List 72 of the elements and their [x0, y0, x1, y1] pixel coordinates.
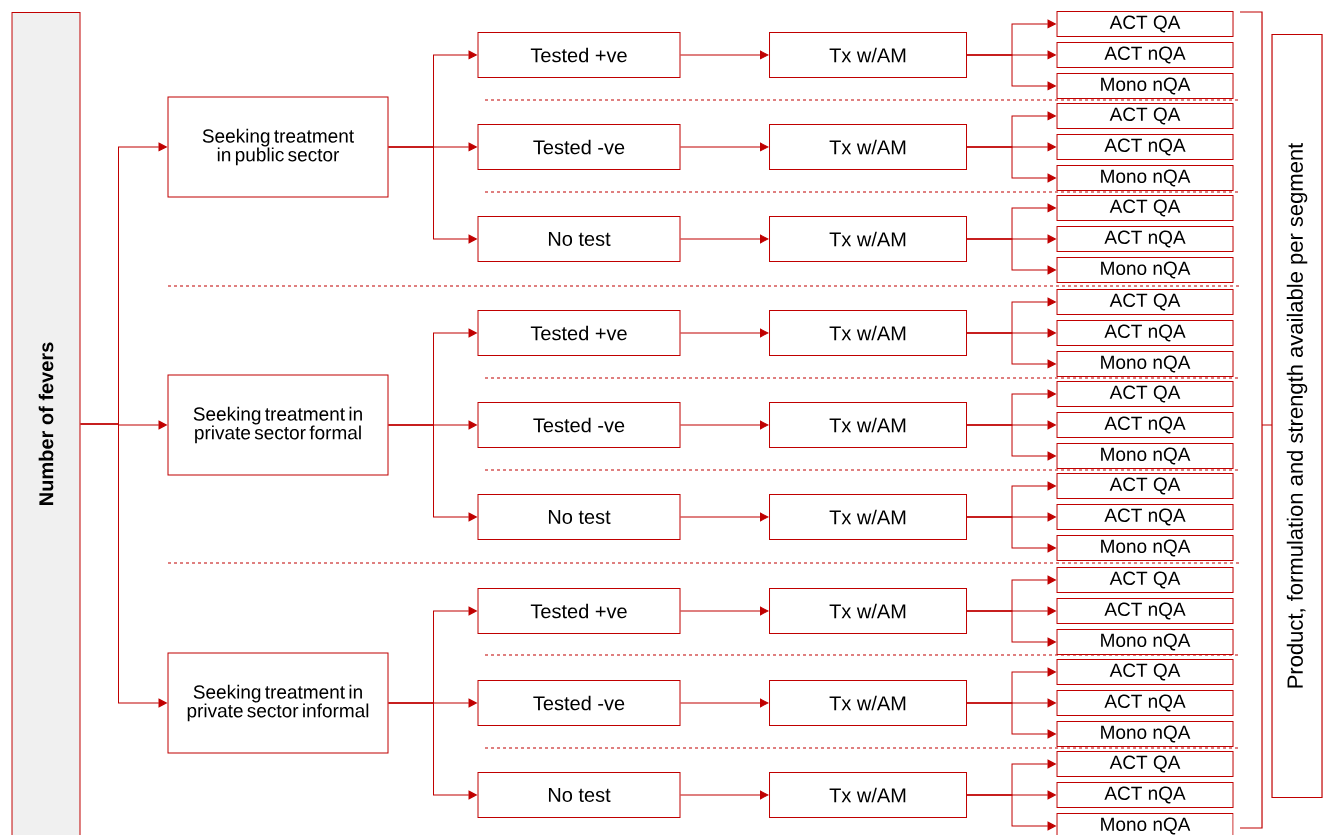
- arrow: [80, 423, 167, 708]
- product-box: Mono nQA: [1056, 73, 1234, 99]
- arrow: [966, 610, 1056, 647]
- process-box: Tx w/AM: [769, 588, 967, 634]
- product-box: Mono nQA: [1056, 351, 1234, 377]
- product-box: ACT nQA: [1056, 42, 1234, 68]
- process-box: Tested +ve: [477, 310, 681, 356]
- product-box: ACT nQA: [1056, 690, 1234, 716]
- process-box: Seeking treatment in private sector formal: [167, 374, 389, 476]
- arrow: [680, 142, 769, 152]
- process-box: Tested +ve: [477, 32, 681, 78]
- arrow: [680, 420, 769, 430]
- arrow: [680, 328, 769, 338]
- product-box: Mono nQA: [1056, 257, 1234, 283]
- process-box: Tested +ve: [477, 588, 681, 634]
- card-box: Number of fevers: [11, 12, 81, 835]
- product-box: Mono nQA: [1056, 629, 1234, 655]
- process-box: Tested -ve: [477, 124, 681, 170]
- arrow: [680, 790, 769, 800]
- product-box: ACT QA: [1056, 659, 1234, 685]
- product-box: Mono nQA: [1056, 443, 1234, 469]
- product-box: ACT QA: [1056, 103, 1234, 129]
- product-box: ACT nQA: [1056, 320, 1234, 346]
- product-box: ACT QA: [1056, 567, 1234, 593]
- arrow: [966, 332, 1056, 369]
- product-box: ACT nQA: [1056, 134, 1234, 160]
- arrow: [680, 234, 769, 244]
- arrow: [680, 512, 769, 522]
- arrow: [388, 424, 477, 522]
- arrow: [388, 702, 477, 800]
- product-box: ACT QA: [1056, 381, 1234, 407]
- product-box: ACT nQA: [1056, 226, 1234, 252]
- product-box: Mono nQA: [1056, 165, 1234, 191]
- product-box: ACT nQA: [1056, 412, 1234, 438]
- process-box: Tested -ve: [477, 680, 681, 726]
- product-box: ACT nQA: [1056, 504, 1234, 530]
- product-box: ACT QA: [1056, 473, 1234, 499]
- product-box: ACT QA: [1056, 751, 1234, 777]
- process-box: Tested -ve: [477, 402, 681, 448]
- product-box: ACT QA: [1056, 289, 1234, 315]
- product-box: Mono nQA: [1056, 721, 1234, 747]
- product-box: ACT nQA: [1056, 782, 1234, 808]
- process-box: No test: [477, 494, 681, 540]
- segment-box: Product, formulation and strength available per segment: [1271, 33, 1323, 799]
- process-box: Tx w/AM: [769, 216, 967, 262]
- process-box: No test: [477, 216, 681, 262]
- product-box: ACT QA: [1056, 11, 1234, 37]
- process-box: Tx w/AM: [769, 402, 967, 448]
- arrow: [966, 238, 1056, 275]
- process-box: Tx w/AM: [769, 680, 967, 726]
- product-box: ACT QA: [1056, 195, 1234, 221]
- arrow: [966, 54, 1056, 91]
- arrow: [680, 50, 769, 60]
- arrow: [966, 146, 1056, 183]
- process-box: Seeking treatment in public sector: [167, 96, 389, 198]
- process-box: Tx w/AM: [769, 772, 967, 818]
- product-box: Mono nQA: [1056, 813, 1234, 835]
- arrow: [680, 606, 769, 616]
- process-box: Tx w/AM: [769, 310, 967, 356]
- process-box: Tx w/AM: [769, 124, 967, 170]
- product-box: Mono nQA: [1056, 535, 1234, 561]
- process-box: Tx w/AM: [769, 494, 967, 540]
- arrow: [388, 146, 477, 244]
- arrow: [966, 424, 1056, 461]
- process-box: Seeking treatment in private sector informal: [167, 652, 389, 754]
- arrow: [966, 794, 1056, 831]
- product-box: ACT nQA: [1056, 598, 1234, 624]
- arrow: [966, 516, 1056, 553]
- process-box: No test: [477, 772, 681, 818]
- process-box: Tx w/AM: [769, 32, 967, 78]
- arrow: [680, 698, 769, 708]
- arrow: [966, 702, 1056, 739]
